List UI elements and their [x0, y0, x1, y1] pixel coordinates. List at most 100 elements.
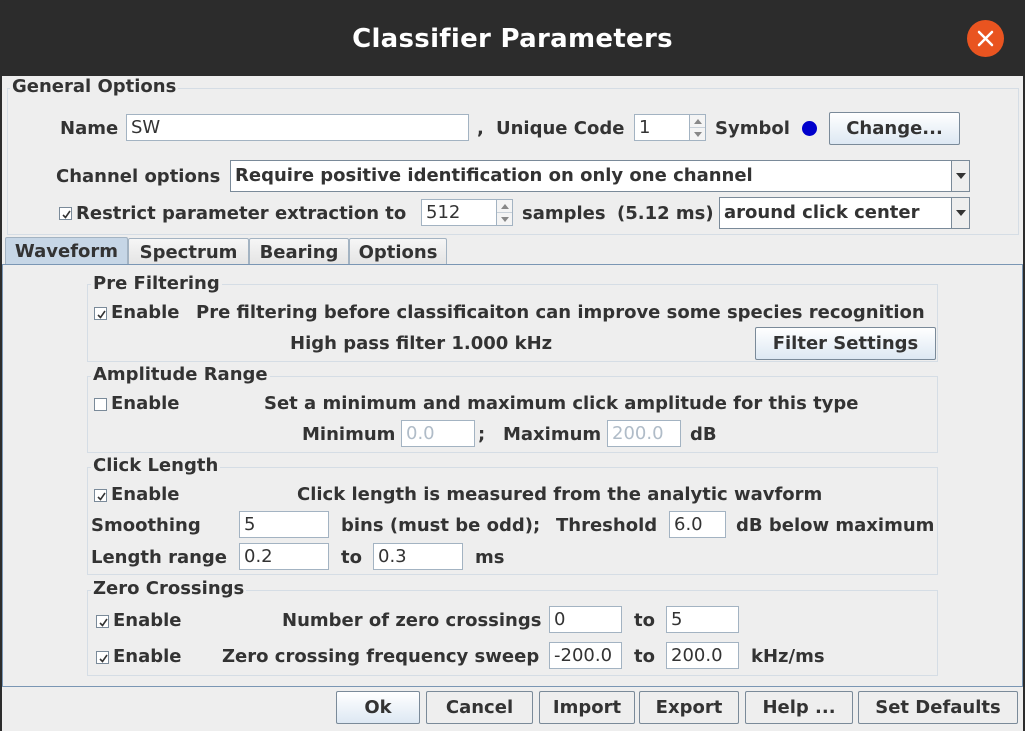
checkmark-icon	[62, 210, 71, 219]
chevron-down-icon	[956, 173, 966, 179]
length-range-to-label: to	[341, 547, 362, 568]
channel-options-select[interactable]: Require positive identification on only …	[230, 160, 970, 192]
amplitude-unit-label: dB	[690, 424, 717, 445]
zero-count-min-input[interactable]: 0	[549, 606, 622, 633]
spinner-down[interactable]	[497, 213, 512, 226]
zero-sweep-unit-label: kHz/ms	[751, 646, 825, 667]
pre-filtering-enable-checkbox[interactable]	[94, 307, 107, 320]
zero-count-to-label: to	[634, 610, 655, 631]
maximum-amplitude-input[interactable]: 200.0	[607, 420, 681, 447]
maximum-label: Maximum	[503, 424, 602, 445]
unique-code-label: Unique Code	[496, 118, 625, 139]
pre-filtering-enable-label: Enable	[111, 302, 180, 323]
spinner-down[interactable]	[690, 128, 705, 141]
bins-label: bins (must be odd);	[341, 515, 541, 536]
spinner-up[interactable]	[690, 115, 705, 128]
cancel-button[interactable]: Cancel	[426, 691, 533, 724]
zero-sweep-max-input[interactable]: 200.0	[666, 642, 739, 669]
title-bar: Classifier Parameters	[0, 0, 1025, 76]
spinner-up-icon	[501, 204, 509, 209]
tab-options[interactable]: Options	[349, 238, 447, 266]
pre-filtering-title: Pre Filtering	[91, 273, 222, 294]
zero-sweep-label: Zero crossing frequency sweep	[222, 646, 540, 667]
click-length-enable-label: Enable	[111, 484, 180, 505]
checkmark-icon	[99, 618, 108, 627]
channel-options-value: Require positive identification on only …	[235, 165, 753, 186]
restrict-position-value: around click center	[724, 202, 920, 223]
filter-settings-button[interactable]: Filter Settings	[755, 327, 936, 360]
restrict-label: Restrict parameter extraction to	[76, 203, 407, 224]
set-defaults-button[interactable]: Set Defaults	[858, 691, 1018, 724]
name-input[interactable]: SW	[126, 114, 469, 141]
checkmark-icon	[99, 654, 108, 663]
threshold-label: Threshold	[556, 515, 658, 536]
restrict-samples-input[interactable]: 512	[421, 199, 497, 226]
minimum-label: Minimum	[302, 424, 396, 445]
amplitude-range-group	[87, 376, 938, 453]
length-range-max-input[interactable]: 0.3	[373, 543, 463, 570]
ok-button[interactable]: Ok	[336, 691, 420, 724]
channel-options-label: Channel options	[56, 166, 221, 187]
zero-crossings-group	[87, 590, 938, 676]
click-length-enable-checkbox[interactable]	[94, 489, 107, 502]
length-range-min-input[interactable]: 0.2	[239, 543, 329, 570]
spinner-down-icon	[694, 132, 702, 137]
click-length-description: Click length is measured from the analyt…	[297, 484, 823, 505]
threshold-unit-label: dB below maximum	[736, 515, 935, 536]
smoothing-label: Smoothing	[91, 515, 201, 536]
close-button[interactable]	[967, 20, 1004, 57]
spinner-down-icon	[501, 217, 509, 222]
zero-sweep-min-input[interactable]: -200.0	[549, 642, 622, 669]
restrict-position-select[interactable]: around click center	[719, 197, 970, 229]
zero-count-max-input[interactable]: 5	[666, 606, 739, 633]
chevron-down-icon	[956, 210, 966, 216]
zero-count-enable-label: Enable	[113, 610, 182, 631]
restrict-samples-spinner[interactable]	[497, 199, 513, 226]
comma-separator: ,	[477, 118, 484, 139]
zero-count-label: Number of zero crossings	[282, 610, 542, 631]
name-label: Name	[60, 118, 119, 139]
amplitude-range-title: Amplitude Range	[91, 364, 270, 385]
amplitude-description: Set a minimum and maximum click amplitud…	[264, 393, 859, 414]
general-options-group	[7, 88, 1019, 235]
samples-ms-label: (5.12 ms)	[617, 203, 714, 224]
smoothing-input[interactable]: 5	[239, 511, 329, 538]
close-icon	[977, 30, 994, 47]
restrict-checkbox[interactable]	[59, 207, 72, 220]
window-title: Classifier Parameters	[352, 24, 673, 54]
zero-sweep-enable-checkbox[interactable]	[96, 651, 109, 664]
zero-crossings-title: Zero Crossings	[91, 578, 247, 599]
export-button[interactable]: Export	[639, 691, 739, 724]
position-dropdown-arrow[interactable]	[951, 198, 969, 228]
general-options-title: General Options	[10, 76, 179, 97]
high-pass-filter-text: High pass filter 1.000 kHz	[290, 333, 553, 354]
tab-bearing[interactable]: Bearing	[249, 238, 349, 266]
spinner-up-icon	[694, 119, 702, 124]
length-range-unit-label: ms	[475, 547, 505, 568]
click-length-title: Click Length	[91, 455, 221, 476]
unique-code-input[interactable]: 1	[634, 114, 690, 141]
tab-spectrum[interactable]: Spectrum	[128, 238, 249, 266]
symbol-dot	[802, 121, 817, 136]
unique-code-spinner[interactable]	[690, 114, 706, 141]
length-range-label: Length range	[91, 547, 227, 568]
min-max-separator: ;	[478, 424, 486, 445]
amplitude-enable-checkbox[interactable]	[94, 398, 107, 411]
dialog-body: General Options Name SW , Unique Code 1 …	[2, 76, 1023, 731]
zero-count-enable-checkbox[interactable]	[96, 615, 109, 628]
minimum-amplitude-input[interactable]: 0.0	[401, 420, 475, 447]
threshold-input[interactable]: 6.0	[669, 511, 726, 538]
samples-label: samples	[522, 203, 606, 224]
change-symbol-button[interactable]: Change...	[829, 112, 960, 145]
checkmark-icon	[97, 310, 106, 319]
help-button[interactable]: Help ...	[745, 691, 853, 724]
import-button[interactable]: Import	[539, 691, 635, 724]
pre-filtering-group	[87, 284, 938, 362]
waveform-panel: Pre Filtering Enable Pre filtering befor…	[2, 264, 1023, 687]
tab-waveform[interactable]: Waveform	[5, 237, 128, 266]
symbol-label: Symbol	[715, 118, 790, 139]
channel-dropdown-arrow[interactable]	[951, 161, 969, 191]
amplitude-enable-label: Enable	[111, 393, 180, 414]
click-length-group	[87, 467, 938, 575]
spinner-up[interactable]	[497, 200, 512, 213]
